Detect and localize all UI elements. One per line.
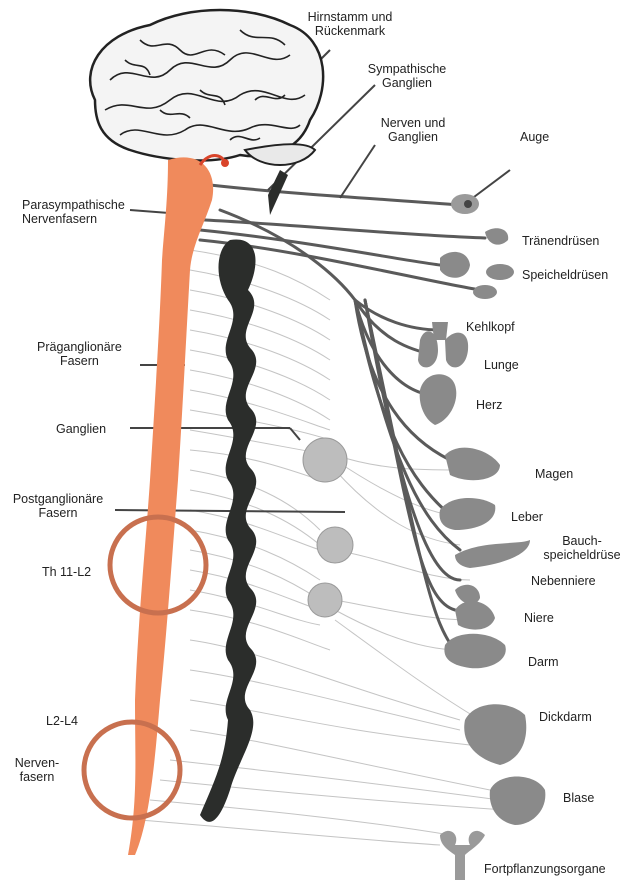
- label-ganglien: Ganglien: [56, 422, 106, 436]
- label-leber: Leber: [511, 510, 543, 524]
- label-praeganglionaere: Präganglionäre Fasern: [37, 340, 122, 368]
- brain-illustration: [90, 10, 323, 165]
- bladder: [490, 777, 546, 826]
- label-nebenniere: Nebenniere: [531, 574, 596, 588]
- label-parasympathische: Parasympathische Nervenfasern: [22, 198, 125, 226]
- spinal-cord: [128, 157, 213, 855]
- label-blase: Blase: [563, 791, 594, 805]
- liver: [440, 498, 496, 530]
- label-l2-l4: L2-L4: [46, 714, 78, 728]
- reproductive-organs: [440, 831, 485, 880]
- peripheral-ganglia: [303, 438, 353, 617]
- label-bauchspeicheldruese: Bauch- speicheldrüse: [528, 534, 636, 562]
- label-hirnstamm: Hirnstamm und Rückenmark: [295, 10, 405, 38]
- label-sympathische-ganglien: Sympathische Ganglien: [357, 62, 457, 90]
- kidney: [455, 601, 495, 629]
- pancreas: [455, 540, 530, 568]
- sympathetic-chain: [200, 170, 288, 822]
- label-nerven-und-ganglien: Nerven und Ganglien: [373, 116, 453, 144]
- organs: [418, 194, 545, 880]
- label-th11-l2: Th 11-L2: [42, 565, 91, 579]
- label-darm: Darm: [528, 655, 559, 669]
- label-traenendruesen: Tränendrüsen: [522, 234, 599, 248]
- label-auge: Auge: [520, 130, 549, 144]
- label-magen: Magen: [535, 467, 573, 481]
- heart: [420, 374, 457, 425]
- colon: [464, 704, 526, 765]
- label-niere: Niere: [524, 611, 554, 625]
- salivary-gland: [440, 252, 470, 278]
- lacrimal-gland: [485, 228, 508, 244]
- label-kehlkopf: Kehlkopf: [466, 320, 515, 334]
- label-nervenfasern: Nerven- fasern: [6, 756, 68, 784]
- stomach: [445, 448, 500, 481]
- label-dickdarm: Dickdarm: [539, 710, 592, 724]
- label-herz: Herz: [476, 398, 502, 412]
- label-fortpflanzungsorgane: Fortpflanzungsorgane: [484, 862, 606, 876]
- label-lunge: Lunge: [484, 358, 519, 372]
- adrenal-gland: [455, 585, 480, 604]
- ring-l2-l4: [84, 722, 180, 818]
- label-postganglionaere: Postganglionäre Fasern: [4, 492, 112, 520]
- intestine: [444, 634, 505, 669]
- label-speicheldruesen: Speicheldrüsen: [522, 268, 608, 282]
